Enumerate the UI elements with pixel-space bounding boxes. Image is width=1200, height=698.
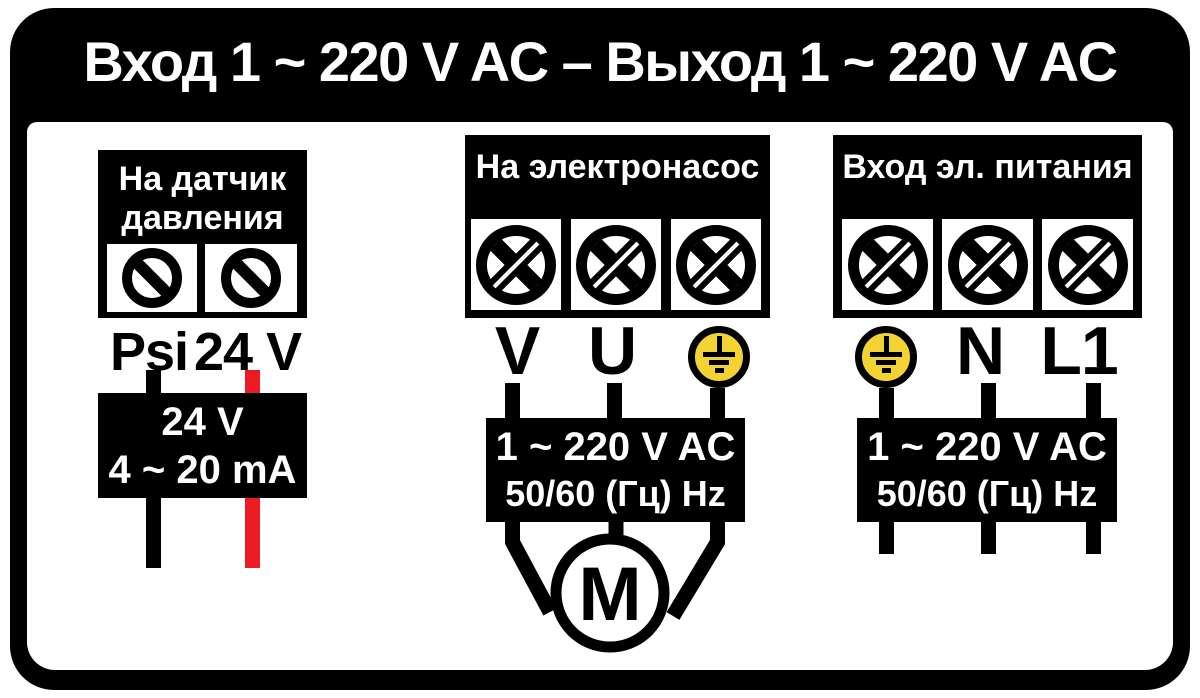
sensor-header-line2: давления — [121, 199, 284, 237]
sensor-info-box: 24 V 4 ~ 20 mA — [98, 393, 307, 498]
terminal-label-n: N — [955, 313, 1005, 389]
cross-screw-icon — [676, 224, 756, 305]
pump-info-line2: 50/60 (Гц) Hz — [505, 473, 726, 514]
power-info-line1: 1 ~ 220 V AC — [867, 425, 1107, 469]
cross-screw-icon — [1047, 224, 1128, 305]
screw-terminal — [571, 219, 661, 310]
power-info-box: 1 ~ 220 V AC 50/60 (Гц) Hz — [857, 418, 1117, 522]
ground-icon — [855, 326, 917, 388]
cross-screw-icon — [947, 224, 1028, 305]
screw-terminal — [107, 244, 197, 312]
screw-terminal — [842, 219, 933, 310]
sensor-24v-wire-top — [245, 370, 260, 393]
power-header: Вход эл. питания — [842, 148, 1133, 186]
screw-terminal — [471, 219, 561, 310]
power-wire-l1 — [1086, 383, 1101, 418]
pump-wire-u — [607, 383, 622, 418]
power-wire-n — [981, 383, 996, 418]
cross-screw-icon — [476, 224, 556, 305]
terminal-label-u: U — [587, 313, 637, 389]
power-wire-n-bottom — [981, 522, 996, 554]
sensor-24v-wire-bottom — [245, 498, 260, 568]
sensor-header-line1: На датчик — [118, 160, 287, 198]
sensor-psi-wire-top — [146, 370, 161, 393]
sensor-psi-wire-bottom — [146, 498, 161, 568]
terminal-label-v: V — [494, 313, 540, 389]
screw-terminal — [205, 244, 297, 312]
sensor-info-line1: 24 V — [161, 399, 244, 444]
motor-circle — [550, 533, 670, 653]
motor-wire-left — [505, 522, 557, 616]
power-wire-ground — [879, 388, 894, 418]
slotted-screw-icon — [122, 248, 182, 308]
slotted-screw-icon — [221, 248, 281, 308]
pump-info-line1: 1 ~ 220 V AC — [495, 425, 736, 469]
terminal-label-l1: L1 — [1040, 313, 1118, 389]
ground-icon — [688, 326, 750, 388]
power-terminal-box: Вход эл. питания — [833, 135, 1142, 318]
motor-symbol: M — [505, 522, 725, 653]
pump-info-box: 1 ~ 220 V AC 50/60 (Гц) Hz — [486, 418, 745, 522]
pump-header: На электронасос — [475, 148, 760, 186]
sensor-info-line2: 4 ~ 20 mA — [108, 447, 297, 492]
diagram-title: Вход 1 ~ 220 V AC – Выход 1 ~ 220 V AC — [83, 30, 1118, 93]
cross-screw-icon — [576, 224, 656, 305]
cross-screw-icon — [847, 224, 928, 305]
screw-terminal — [942, 219, 1033, 310]
power-info-line2: 50/60 (Гц) Hz — [876, 473, 1098, 514]
pump-terminal-box: На электронасос — [465, 135, 770, 318]
motor-label: M — [578, 552, 641, 637]
sensor-header: На датчик давления — [98, 160, 307, 238]
screw-terminal — [1042, 219, 1133, 310]
power-wire-ground-bottom — [879, 522, 894, 554]
power-wire-l1-bottom — [1086, 522, 1101, 554]
pump-wire-v — [505, 383, 520, 418]
pump-wire-ground — [710, 388, 725, 418]
screw-terminal — [671, 219, 761, 310]
sensor-terminal-box: На датчик давления — [98, 150, 307, 318]
motor-wire-right — [666, 522, 725, 620]
